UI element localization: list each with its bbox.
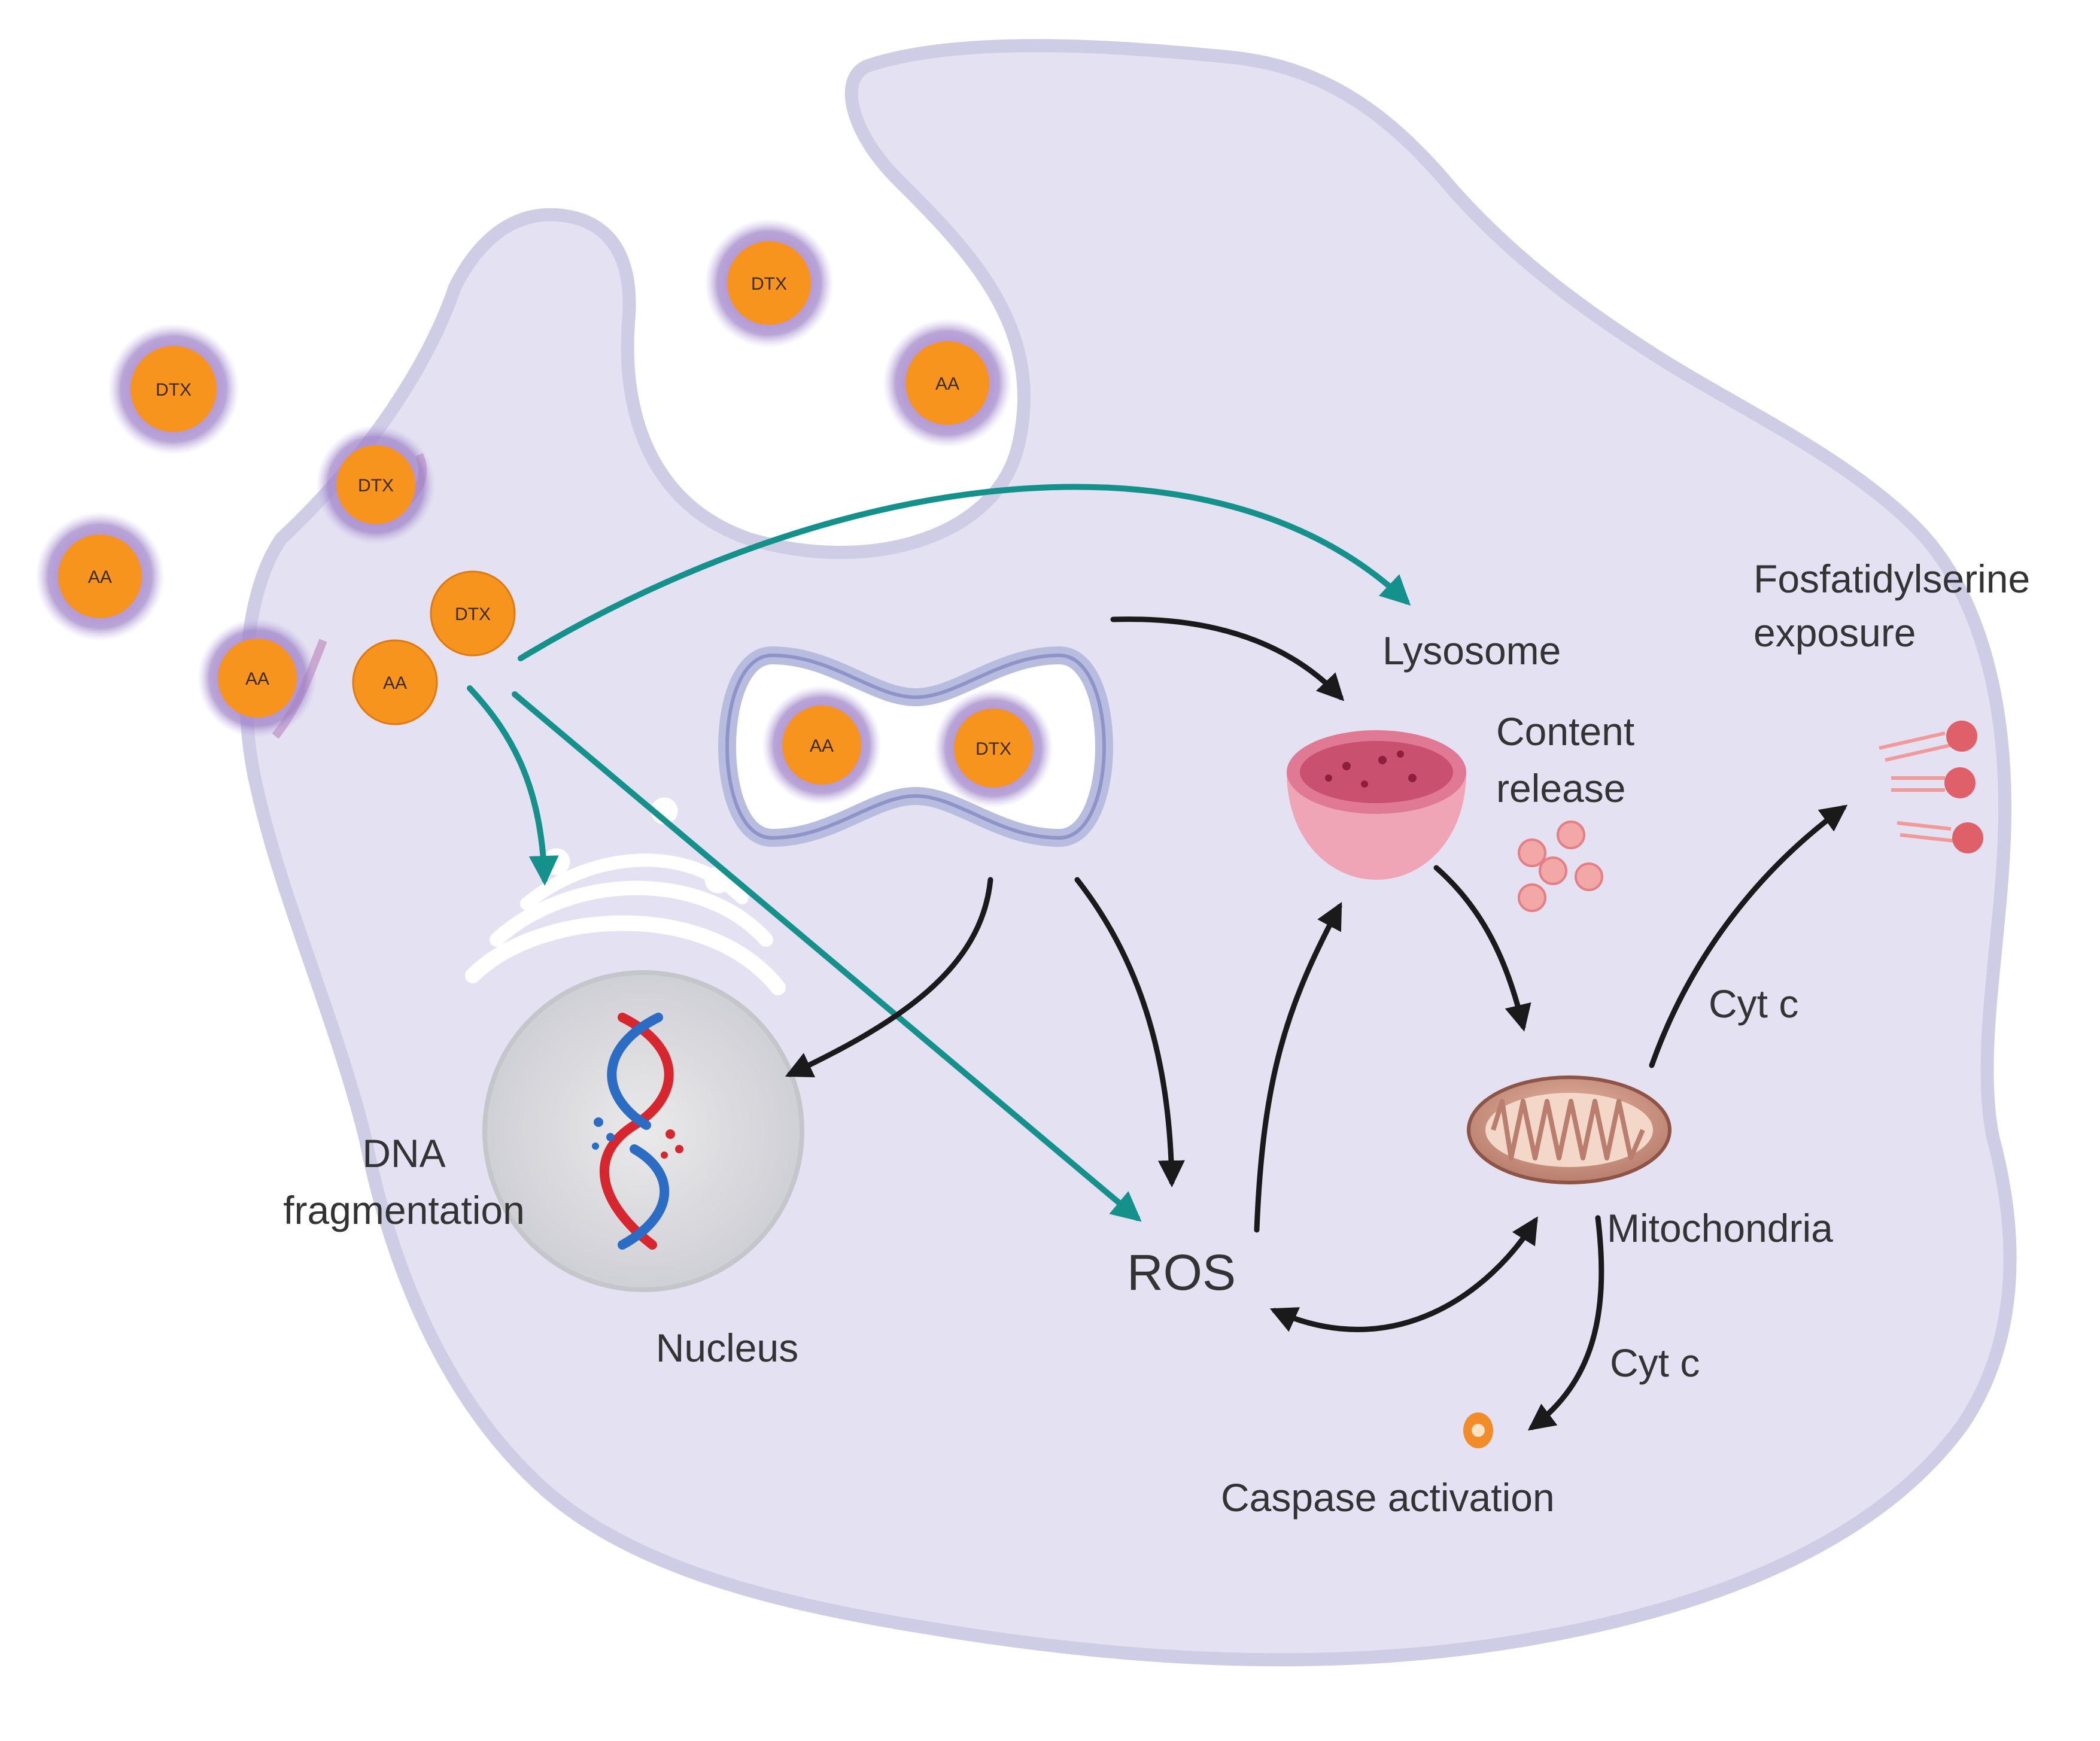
arrow-endosome-to-ros — [1074, 877, 1185, 1187]
caspase-icon — [1463, 1412, 1493, 1448]
arrow-ros-mitochondria — [1269, 1216, 1538, 1332]
arrow-lysosome-to-mitochondria — [1433, 865, 1531, 1032]
nanoparticle-icon: DTX — [108, 323, 239, 455]
nanoparticle-label: AA — [88, 567, 112, 587]
nanoparticle-icon: DTX — [704, 218, 834, 348]
lysosome-icon — [1287, 730, 1466, 880]
released-content — [1518, 821, 1603, 912]
nanoparticle-label: DTX — [975, 739, 1011, 759]
nanoparticle-icon: DTX — [316, 425, 436, 545]
arrow-ros-to-lysosome — [1254, 902, 1342, 1233]
nanoparticle-icon: AA — [883, 318, 1012, 448]
nanoparticle-icon: AA — [197, 618, 317, 738]
nucleus-icon — [482, 970, 804, 1292]
label-dna-line1: DNA — [362, 1131, 445, 1175]
phosphatidylserine-icon — [1879, 721, 1983, 853]
arrow-to-ros — [512, 691, 1142, 1222]
nanoparticle-label: AA — [245, 669, 269, 689]
nanoparticle-icon: AA — [35, 512, 165, 641]
arrow-endosome-to-lysosome — [1110, 616, 1345, 701]
nanoparticle-icon: AA — [352, 639, 438, 725]
label-ros: ROS — [1127, 1244, 1236, 1301]
nanoparticle-label: DTX — [156, 380, 192, 400]
label-ps-exposure-line2: exposure — [1753, 610, 1916, 655]
arrow-mitochondria-to-ps — [1649, 804, 1848, 1068]
nanoparticle-label: AA — [383, 673, 407, 693]
dna-helix-icon — [599, 1013, 674, 1250]
nanoparticle-label: AA — [935, 374, 959, 394]
endosome-icon: AA DTX — [718, 646, 1113, 847]
arrow-to-lysosome — [518, 484, 1411, 661]
mitochondrion-icon — [1467, 1075, 1672, 1184]
cell-membrane — [239, 39, 2017, 1667]
label-content-release-line1: Content — [1496, 709, 1634, 753]
arrow-mitochondria-to-caspase — [1527, 1215, 1604, 1431]
label-lysosome: Lysosome — [1382, 628, 1561, 673]
nanoparticle-label: AA — [810, 736, 834, 756]
label-cyt-c-lower: Cyt c — [1610, 1341, 1700, 1385]
label-mitochondria: Mitochondria — [1607, 1206, 1833, 1250]
nanoparticle-label: DTX — [358, 476, 394, 496]
nanoparticle-icon: DTX — [430, 570, 516, 657]
label-ps-exposure-line1: Fosfatidylserine — [1753, 557, 2030, 601]
nanoparticle-label: DTX — [751, 274, 787, 294]
nanoparticle-label: DTX — [455, 604, 491, 624]
label-caspase-activation: Caspase activation — [1221, 1475, 1555, 1520]
arrow-to-nucleus — [467, 685, 559, 886]
label-content-release-line2: release — [1496, 766, 1625, 810]
label-dna-line2: fragmentation — [283, 1188, 525, 1232]
label-cyt-c-upper: Cyt c — [1709, 982, 1798, 1026]
arrow-endosome-to-nucleus — [785, 877, 993, 1077]
label-nucleus: Nucleus — [656, 1326, 798, 1370]
